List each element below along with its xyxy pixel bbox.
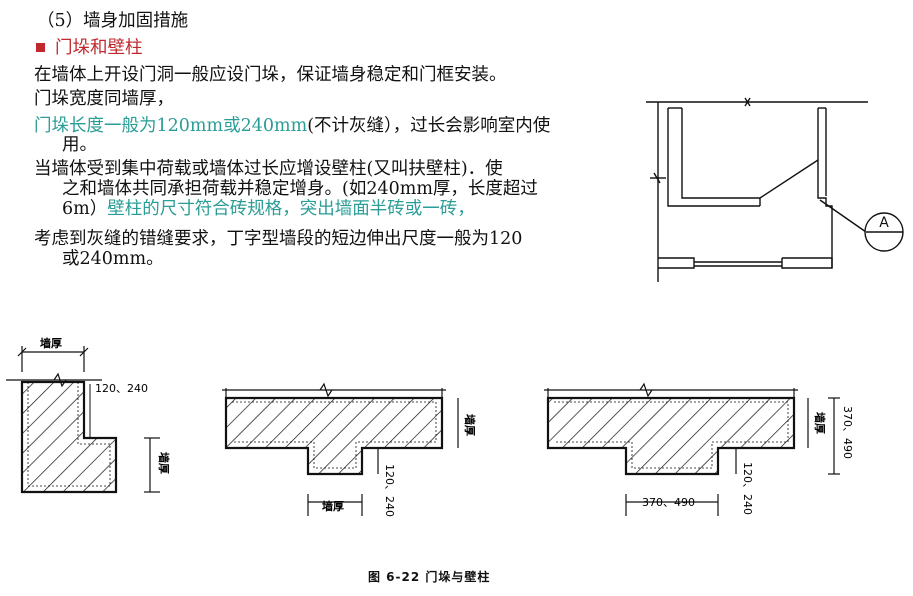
dim-wall-thickness-1: 墙厚 [40,336,62,350]
dim-wall-thickness-4: 墙厚 [322,499,344,513]
dim-wall-thickness-5: 墙厚 [813,412,827,434]
para-pier-length: 门垛长度一般为120mm或240mm(不计灰缝），过长会影响室内使 [34,117,550,136]
fig-door-pier: 墙厚 120、240 墙厚 [6,336,171,494]
pilaster-line3-black: 6m） [62,199,108,219]
plan-view [646,97,868,282]
para-tjoint-line2: 或240mm。 [62,249,164,269]
dim-projection-2: 120、240 [741,462,754,515]
para-pilaster-line3: 6m）壁柱的尺寸符合砖规格，突出墙面半砖或一砖， [62,200,475,219]
fig-pilaster-full: 墙厚 370、490 370、490 120、240 [544,382,854,516]
para-door-pier: 在墙体上开设门洞一般应设门垛，保证墙身稳定和门框安装。 [34,65,507,85]
dim-pilaster-width: 370、490 [642,496,695,509]
section-title: （5）墙身加固措施 [37,11,189,31]
section-marker: A [864,212,904,252]
subheading: 门垛和壁柱 [34,39,143,58]
para-pier-length-cont: 用。 [62,135,97,155]
para-pilaster-line2: 之和墙体共同承担荷载并稳定增身。(如240mm厚，长度超过 [62,179,538,199]
para-pilaster-line1: 当墙体受到集中荷载或墙体过长应增设壁柱(又叫扶壁柱)．使 [34,159,503,179]
dim-pilaster-depth: 370、490 [841,406,854,459]
para-tjoint-line1: 考虑到灰缝的错缝要求，丁字型墙段的短边伸出尺度一般为120 [34,229,523,249]
figure-caption: 图 6-22 门垛与壁柱 [368,570,491,584]
dim-wall-thickness-2: 墙厚 [157,452,171,474]
dim-wall-thickness-3: 墙厚 [463,414,477,436]
fig-pilaster-half: 墙厚 墙厚 120、240 [222,382,477,517]
bullet-square-icon [36,43,45,52]
dim-pier-length: 120、240 [95,382,148,395]
subheading-text: 门垛和壁柱 [55,38,143,58]
pilaster-highlight: 壁柱的尺寸符合砖规格，突出墙面半砖或一砖， [107,199,475,219]
pier-length-highlight: 门垛长度一般为120mm或240mm [34,116,308,136]
section-marker-label: A [879,215,889,231]
pier-length-rest: (不计灰缝），过长会影响室内使 [307,116,551,136]
para-pier-width: 门垛宽度同墙厚， [34,89,174,109]
dim-projection-1: 120、240 [383,464,396,517]
